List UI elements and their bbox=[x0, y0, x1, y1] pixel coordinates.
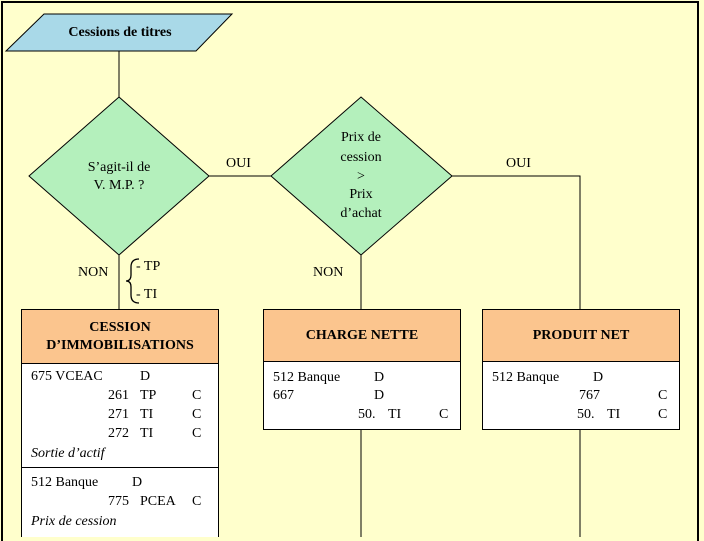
start-shape bbox=[4, 13, 234, 52]
cession-title-line1: CESSION bbox=[89, 319, 151, 335]
charge-title: CHARGE NETTE bbox=[305, 327, 419, 343]
decision2-shape bbox=[270, 96, 453, 256]
decision2-text-line5: d’achat bbox=[340, 206, 382, 221]
decision2-text-line4: Prix bbox=[349, 187, 373, 202]
produit-title: PRODUIT NET bbox=[532, 327, 630, 343]
produit-header: PRODUIT NET bbox=[482, 309, 680, 362]
produit-r1-dc: D bbox=[593, 370, 604, 385]
cession-e1-r1-dc: D bbox=[140, 369, 151, 384]
charge-r1-dc: D bbox=[374, 370, 385, 385]
produit-r3-account: 50. bbox=[577, 407, 595, 422]
produit-entry: 512 Banque D 767 C 50. TI C bbox=[482, 361, 680, 430]
cession-e2-caption: Prix de cession bbox=[31, 514, 117, 529]
cession-e1-r2-dc: C bbox=[192, 388, 202, 403]
cession-e2-r2-name: PCEA bbox=[140, 494, 176, 509]
cession-e1-r2-name: TP bbox=[140, 388, 157, 403]
charge-entry: 512 Banque D 667 D 50. TI C bbox=[263, 361, 461, 430]
cession-e1-caption: Sortie d’actif bbox=[31, 446, 105, 461]
produit-r2-dc: C bbox=[658, 388, 668, 403]
cession-header: CESSION D’IMMOBILISATIONS bbox=[21, 309, 219, 364]
cession-e1-r4-name: TI bbox=[140, 426, 154, 441]
decision2-text-line2: cession bbox=[340, 150, 382, 165]
start-label: Cessions de titres bbox=[68, 25, 172, 40]
cession-title-line2: D’IMMOBILISATIONS bbox=[46, 337, 194, 353]
edge-label-oui-1: OUI bbox=[226, 156, 251, 171]
edge-label-non-2: NON bbox=[313, 265, 344, 280]
cession-e1-r3-name: TI bbox=[140, 407, 154, 422]
cession-e1-r2-account: 261 bbox=[108, 388, 129, 403]
cession-e2-r1-dc: D bbox=[132, 475, 143, 490]
decision1-text-line1: S’agit-il de bbox=[87, 160, 151, 175]
decision2-text-line3: > bbox=[357, 169, 365, 184]
connector-decision2-produit bbox=[452, 175, 581, 309]
cession-e1-r4-account: 272 bbox=[108, 426, 129, 441]
cession-e2-r1-account: 512 Banque bbox=[31, 475, 99, 490]
charge-r3-account: 50. bbox=[358, 407, 376, 422]
brace-label-ti: - TI bbox=[136, 287, 158, 302]
decision1-text-line2: V. M.P. ? bbox=[93, 178, 145, 193]
cession-e1-r4-dc: C bbox=[192, 426, 202, 441]
cession-entry2: 512 Banque D 775 PCEA C Prix de cession bbox=[21, 467, 219, 537]
edge-label-oui-2: OUI bbox=[506, 156, 531, 171]
cession-e1-r3-dc: C bbox=[192, 407, 202, 422]
brace-label-tp: - TP bbox=[136, 259, 161, 274]
cession-e2-r2-account: 775 bbox=[108, 494, 129, 509]
charge-r3-dc: C bbox=[439, 407, 449, 422]
charge-r3-name: TI bbox=[388, 407, 402, 422]
cession-e1-r3-account: 271 bbox=[108, 407, 129, 422]
charge-r2-account: 667 bbox=[273, 388, 294, 403]
cession-e1-r1-account: 675 VCEAC bbox=[31, 369, 103, 384]
cession-entry1: 675 VCEAC D 261 TP C 271 TI C 272 TI C S… bbox=[21, 363, 219, 468]
produit-r2-account: 767 bbox=[579, 388, 600, 403]
cession-e2-r2-dc: C bbox=[192, 494, 202, 509]
decision1-shape bbox=[28, 96, 210, 256]
decision2-text-line1: Prix de bbox=[340, 130, 382, 145]
charge-r2-dc: D bbox=[374, 388, 385, 403]
produit-r3-name: TI bbox=[607, 407, 621, 422]
produit-r3-dc: C bbox=[658, 407, 668, 422]
charge-r1-account: 512 Banque bbox=[273, 370, 341, 385]
edge-label-non-1: NON bbox=[78, 265, 109, 280]
produit-r1-account: 512 Banque bbox=[492, 370, 560, 385]
brace-shape bbox=[125, 258, 140, 304]
charge-header: CHARGE NETTE bbox=[263, 309, 461, 362]
